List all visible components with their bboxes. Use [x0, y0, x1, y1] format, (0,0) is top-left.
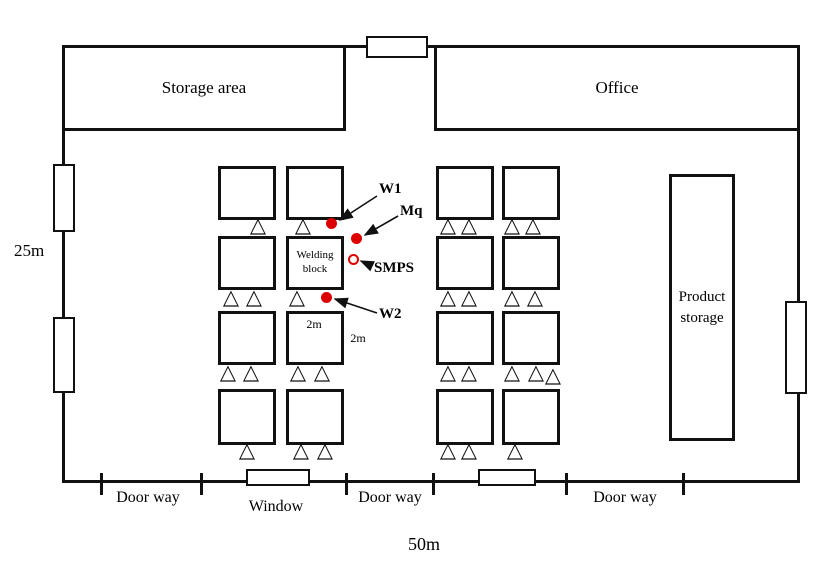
product-storage-label-line2: storage [680, 309, 724, 326]
work-block [502, 236, 560, 290]
worker-triangle-icon: △ [460, 213, 478, 237]
work-block [436, 236, 494, 290]
worker-triangle-icon: △ [289, 360, 307, 384]
worker-triangle-icon: △ [245, 285, 263, 309]
office-label: Office [595, 78, 639, 97]
worker-triangle-icon: △ [524, 213, 542, 237]
marker-dot-smps [347, 253, 359, 265]
marker-label-mq: Mq [400, 203, 423, 219]
worker-triangle-icon: △ [439, 438, 457, 462]
worker-triangle-icon: △ [316, 438, 334, 462]
worker-triangle-icon: △ [242, 360, 260, 384]
worker-triangle-icon: △ [294, 213, 312, 237]
worker-triangle-icon: △ [249, 213, 267, 237]
worker-triangle-icon: △ [222, 285, 240, 309]
work-block [218, 311, 276, 365]
work-block [502, 311, 560, 365]
welding-block-label: block [302, 263, 328, 275]
office-room: Office [434, 45, 800, 131]
width-dimension-label: 50m [408, 534, 441, 554]
height-dimension-label: 25m [14, 241, 45, 260]
worker-triangle-icon: △ [503, 213, 521, 237]
bottom-feature-label: Door way [116, 489, 180, 506]
worker-triangle-icon: △ [460, 438, 478, 462]
worker-triangle-icon: △ [527, 360, 545, 384]
bottom-feature-label: Door way [358, 489, 422, 506]
worker-triangle-icon: △ [460, 285, 478, 309]
bottom-wall-opening [478, 469, 536, 486]
work-block [286, 166, 344, 220]
storage-area-room: Storage area [62, 45, 346, 131]
work-block [436, 311, 494, 365]
marker-dot-w2 [320, 291, 332, 303]
wall-divider-tick [200, 473, 203, 495]
storage-area-label: Storage area [161, 78, 247, 97]
worker-triangle-icon: △ [439, 213, 457, 237]
welding-block-label: Welding [296, 249, 334, 262]
bottom-feature-label: Window [248, 498, 304, 515]
work-block [218, 389, 276, 445]
work-block [218, 166, 276, 220]
wall-divider-tick [100, 473, 103, 495]
worker-triangle-icon: △ [503, 285, 521, 309]
worker-triangle-icon: △ [506, 438, 524, 462]
work-block [218, 236, 276, 290]
block-size-label: 2m [350, 331, 366, 345]
work-block [286, 389, 344, 445]
worker-triangle-icon: △ [544, 363, 562, 387]
bottom-wall-opening [246, 469, 310, 486]
worker-triangle-icon: △ [292, 438, 310, 462]
worker-triangle-icon: △ [313, 360, 331, 384]
worker-triangle-icon: △ [460, 360, 478, 384]
marker-dot-mq [350, 232, 362, 244]
worker-triangle-icon: △ [288, 285, 306, 309]
worker-triangle-icon: △ [526, 285, 544, 309]
worker-triangle-icon: △ [238, 438, 256, 462]
wall-divider-tick [345, 473, 348, 495]
marker-dot-w1 [325, 217, 337, 229]
marker-label-smps: SMPS [374, 260, 415, 276]
worker-triangle-icon: △ [439, 360, 457, 384]
wall-divider-tick [565, 473, 568, 495]
work-block [436, 389, 494, 445]
worker-triangle-icon: △ [503, 360, 521, 384]
work-block [502, 389, 560, 445]
marker-label-w1: W1 [379, 181, 402, 197]
work-block [436, 166, 494, 220]
marker-label-w2: W2 [379, 306, 402, 322]
worker-triangle-icon: △ [439, 285, 457, 309]
product-storage-room: Product storage [669, 174, 735, 441]
top-wall-opening [366, 36, 428, 58]
left-wall-opening [53, 317, 75, 393]
block-size-label: 2m [306, 317, 322, 331]
work-block [502, 166, 560, 220]
right-wall-opening [785, 301, 807, 394]
building-outline [62, 45, 800, 483]
product-storage-label-line1: Product [678, 288, 726, 305]
bottom-feature-label: Door way [593, 489, 657, 506]
left-wall-opening [53, 164, 75, 232]
wall-divider-tick [682, 473, 685, 495]
wall-divider-tick [432, 473, 435, 495]
worker-triangle-icon: △ [219, 360, 237, 384]
work-block [286, 311, 344, 365]
